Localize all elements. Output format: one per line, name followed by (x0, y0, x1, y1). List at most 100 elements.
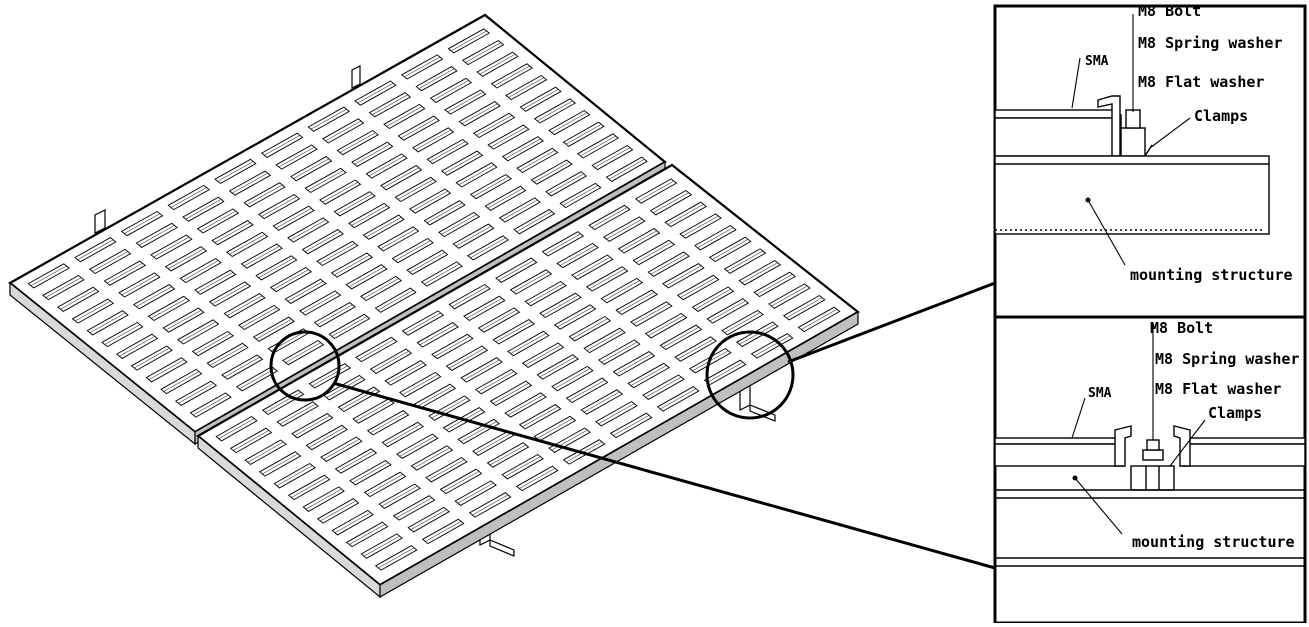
cell-busbar (724, 312, 761, 333)
cell-busbar (548, 173, 584, 194)
cell-busbar (537, 100, 573, 122)
cell-busbar (276, 465, 313, 486)
cell-busbar (697, 227, 734, 249)
cell-busbar (630, 365, 667, 386)
cell-busbar (291, 477, 328, 498)
cell-busbar (336, 193, 373, 215)
cell-busbar (287, 281, 324, 302)
cell-busbar (516, 211, 552, 232)
cell-busbar (265, 391, 302, 413)
cell-busbar (494, 65, 530, 87)
cell-busbar (525, 344, 561, 366)
cell-busbar (60, 289, 97, 310)
cell-busbar (226, 295, 263, 316)
cell-busbar (305, 231, 341, 252)
cell-busbar (409, 252, 446, 273)
cell-busbar (447, 91, 484, 113)
cell-busbar (680, 277, 717, 298)
cell-busbar (586, 330, 623, 351)
cell-busbar (278, 146, 315, 168)
cell-busbar (218, 418, 255, 439)
cell-busbar (294, 415, 331, 437)
cell-busbar (148, 359, 185, 380)
cell-busbar (498, 259, 535, 281)
cell-busbar (616, 353, 652, 375)
cell-busbar (153, 236, 190, 258)
label-bottom-m8-spring-washer: M8 Spring washer (1155, 350, 1300, 368)
cell-busbar (163, 371, 200, 392)
cell-busbar (510, 333, 547, 354)
cell-busbar (633, 303, 670, 325)
cell-busbar (380, 228, 417, 250)
cell-busbar (363, 535, 400, 557)
cell-busbar (441, 214, 477, 235)
cell-busbar (648, 315, 685, 336)
cell-busbar (598, 403, 635, 425)
cell-busbar (571, 318, 608, 340)
cell-busbar (302, 292, 338, 314)
label-bottom-sma: SMA (1088, 386, 1112, 401)
cell-busbar (354, 144, 391, 165)
cell-busbar (273, 269, 309, 290)
cell-busbar (580, 135, 616, 157)
cell-busbar (241, 307, 278, 328)
cell-busbar (507, 394, 544, 416)
label-top-m8-bolt: M8 Bolt (1138, 2, 1201, 20)
cell-busbar (463, 359, 500, 381)
cell-busbar (557, 306, 594, 328)
cell-busbar (508, 77, 545, 98)
cell-busbar (367, 474, 403, 495)
cell-busbar (786, 297, 823, 319)
cell-busbar (151, 298, 187, 319)
label-bottom-m8-bolt: M8 Bolt (1150, 319, 1213, 337)
cell-busbar (741, 262, 778, 284)
cell-busbar (384, 424, 421, 445)
cell-busbar (603, 280, 640, 301)
label-bottom-mounting-structure: mounting structure (1132, 533, 1295, 551)
solar-array (8, 13, 860, 599)
cell-busbar (264, 135, 300, 156)
cell-busbar (195, 333, 231, 354)
cell-busbar (334, 512, 371, 533)
cell-busbar (373, 350, 409, 372)
cell-busbar (197, 272, 234, 293)
cell-busbar (279, 403, 316, 425)
cell-busbar (370, 412, 407, 434)
cell-busbar (591, 207, 628, 228)
cell-busbar (400, 117, 437, 139)
cell-busbar (542, 295, 579, 316)
cell-busbar (470, 237, 506, 259)
cell-busbar (677, 338, 714, 360)
cell-busbar (562, 185, 599, 206)
cell-busbar (522, 406, 559, 428)
label-top-sma: SMA (1085, 54, 1109, 69)
cell-busbar (495, 321, 532, 343)
cell-busbar (505, 138, 541, 159)
cell-busbar (415, 129, 452, 151)
cell-busbar (665, 265, 702, 287)
cell-busbar (323, 438, 360, 460)
cell-busbar (609, 159, 645, 180)
cell-busbar (416, 386, 453, 407)
cell-busbar (209, 345, 246, 366)
cell-busbar (319, 243, 356, 264)
cell-busbar (606, 218, 643, 240)
cell-busbar (451, 286, 488, 307)
label-bottom-clamps: Clamps (1208, 404, 1262, 422)
cell-busbar (487, 188, 524, 209)
cell-busbar (404, 56, 441, 78)
cell-busbar (536, 418, 573, 439)
cell-busbar (293, 158, 330, 179)
cell-busbar (232, 172, 268, 194)
detail-box-middle-clamp: M8 Bolt M8 Spring washer M8 Flat washer … (993, 315, 1307, 625)
cell-busbar (460, 421, 497, 442)
detail-box-end-clamp: M8 Bolt M8 Spring washer M8 Flat washer … (993, 2, 1307, 319)
cell-busbar (119, 336, 155, 357)
cell-busbar (168, 248, 204, 269)
cell-busbar (410, 509, 447, 530)
cell-busbar (533, 161, 570, 183)
cell-busbar (396, 497, 433, 519)
cell-busbar (75, 300, 111, 322)
cell-busbar (178, 383, 214, 404)
